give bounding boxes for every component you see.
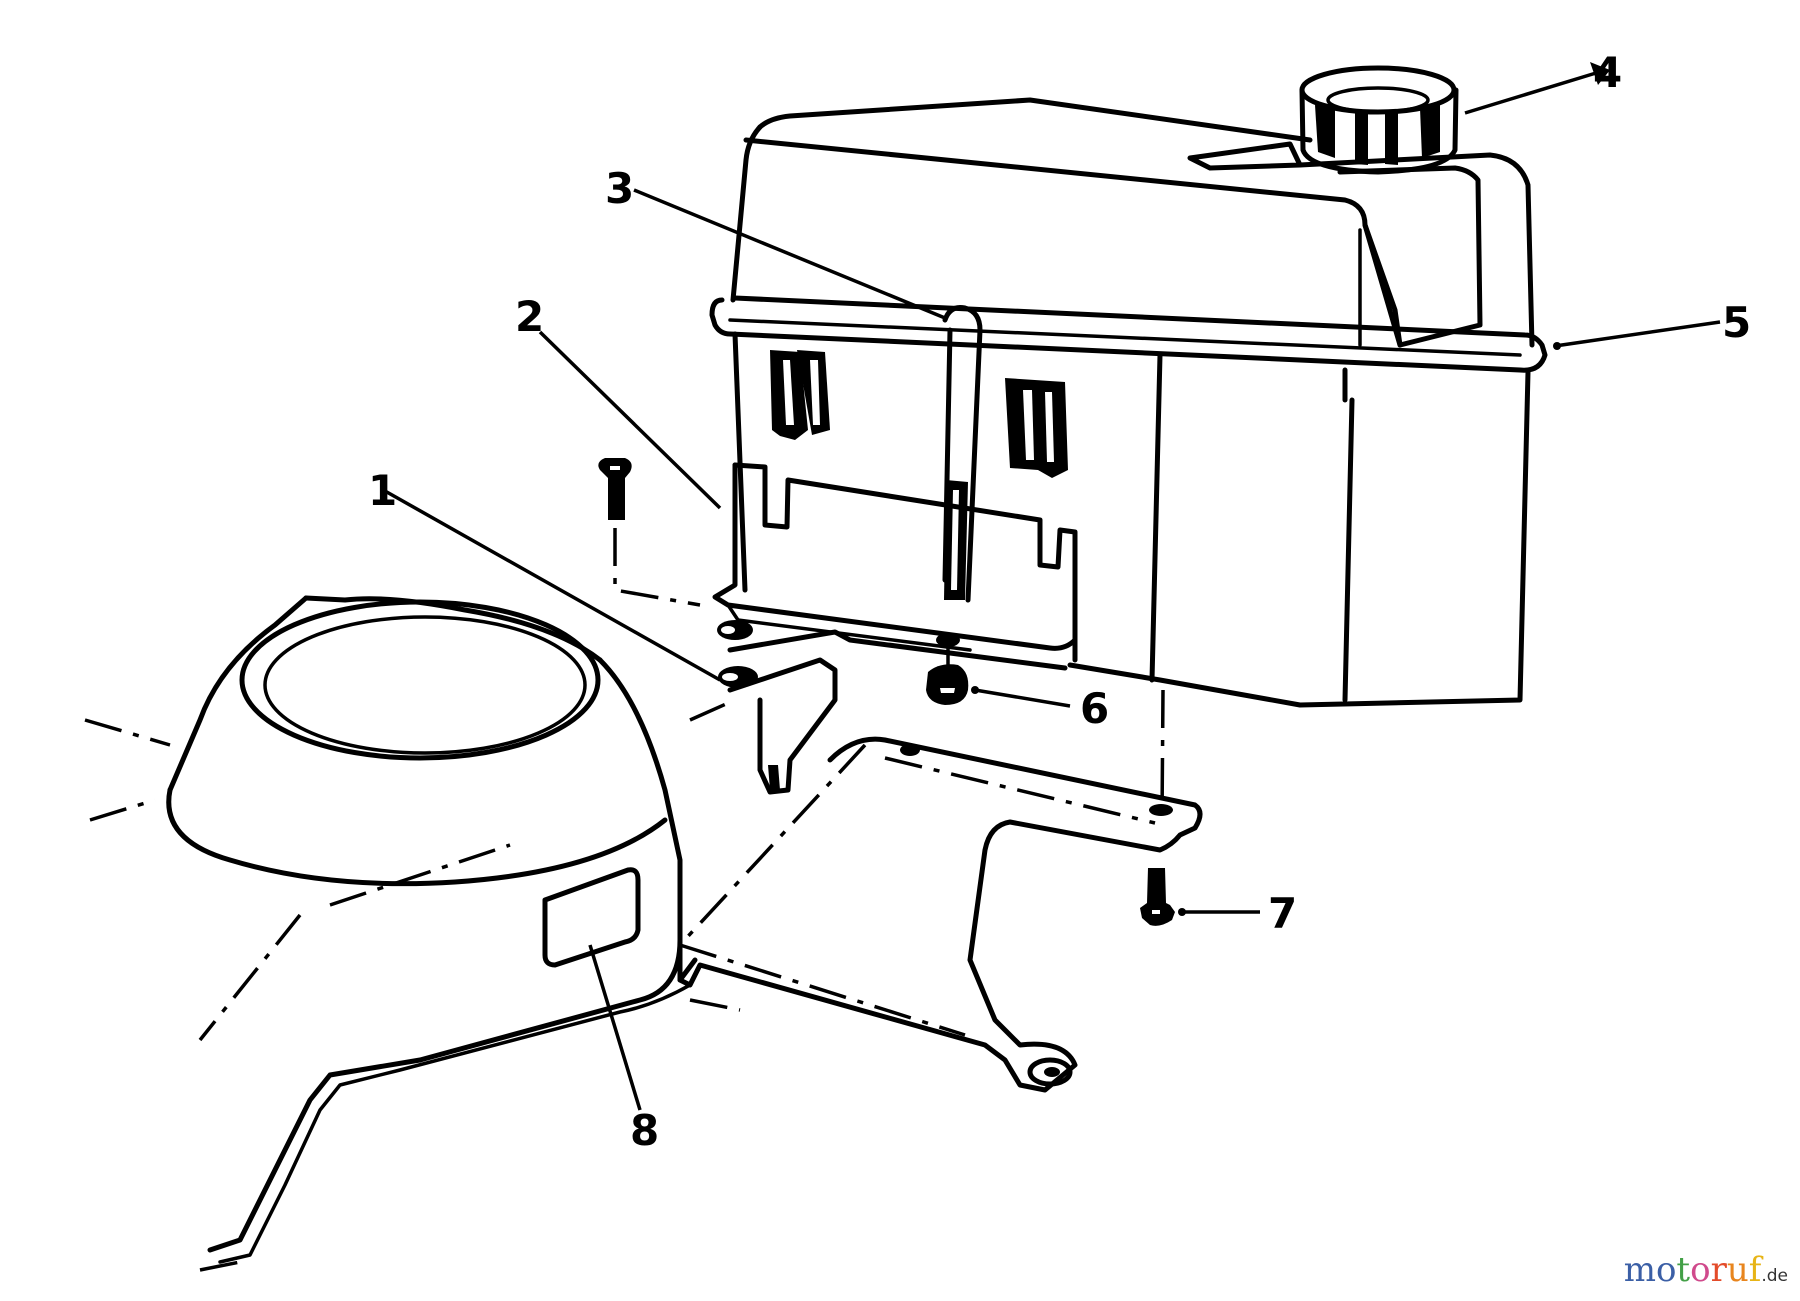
tank-bracket-plate[interactable] xyxy=(712,462,1078,663)
callout-3: 3 xyxy=(605,164,635,213)
callout-8: 8 xyxy=(630,1106,660,1155)
callout-6: 6 xyxy=(1080,684,1110,733)
watermark-letter: r xyxy=(1710,1250,1727,1290)
decal[interactable] xyxy=(542,867,641,968)
engine-shroud xyxy=(84,595,741,1272)
watermark-letter: f xyxy=(1748,1250,1762,1290)
chassis-plate xyxy=(677,736,1203,1093)
callout-4: 4 xyxy=(1593,48,1623,97)
screw[interactable] xyxy=(1140,689,1175,926)
nut[interactable] xyxy=(926,638,969,705)
watermark-logo: motoruf.de xyxy=(1624,1253,1788,1287)
mount-bracket[interactable] xyxy=(717,620,1068,795)
fuel-cap[interactable] xyxy=(1299,65,1459,175)
watermark-letter: u xyxy=(1726,1250,1749,1290)
watermark-suffix: .de xyxy=(1761,1266,1788,1286)
callout-1: 1 xyxy=(368,466,398,515)
watermark-letter: o xyxy=(1655,1250,1677,1290)
tank-strap[interactable] xyxy=(942,305,983,603)
leader-lines xyxy=(384,62,1721,1111)
watermark-letter: o xyxy=(1690,1250,1711,1290)
callout-2: 2 xyxy=(515,292,545,341)
fuel-tank[interactable] xyxy=(709,97,1548,708)
callout-5: 5 xyxy=(1722,298,1752,347)
watermark-letter: t xyxy=(1676,1250,1691,1290)
screw-top[interactable] xyxy=(598,458,701,607)
callout-7: 7 xyxy=(1268,889,1298,938)
watermark-letter: m xyxy=(1623,1250,1656,1290)
